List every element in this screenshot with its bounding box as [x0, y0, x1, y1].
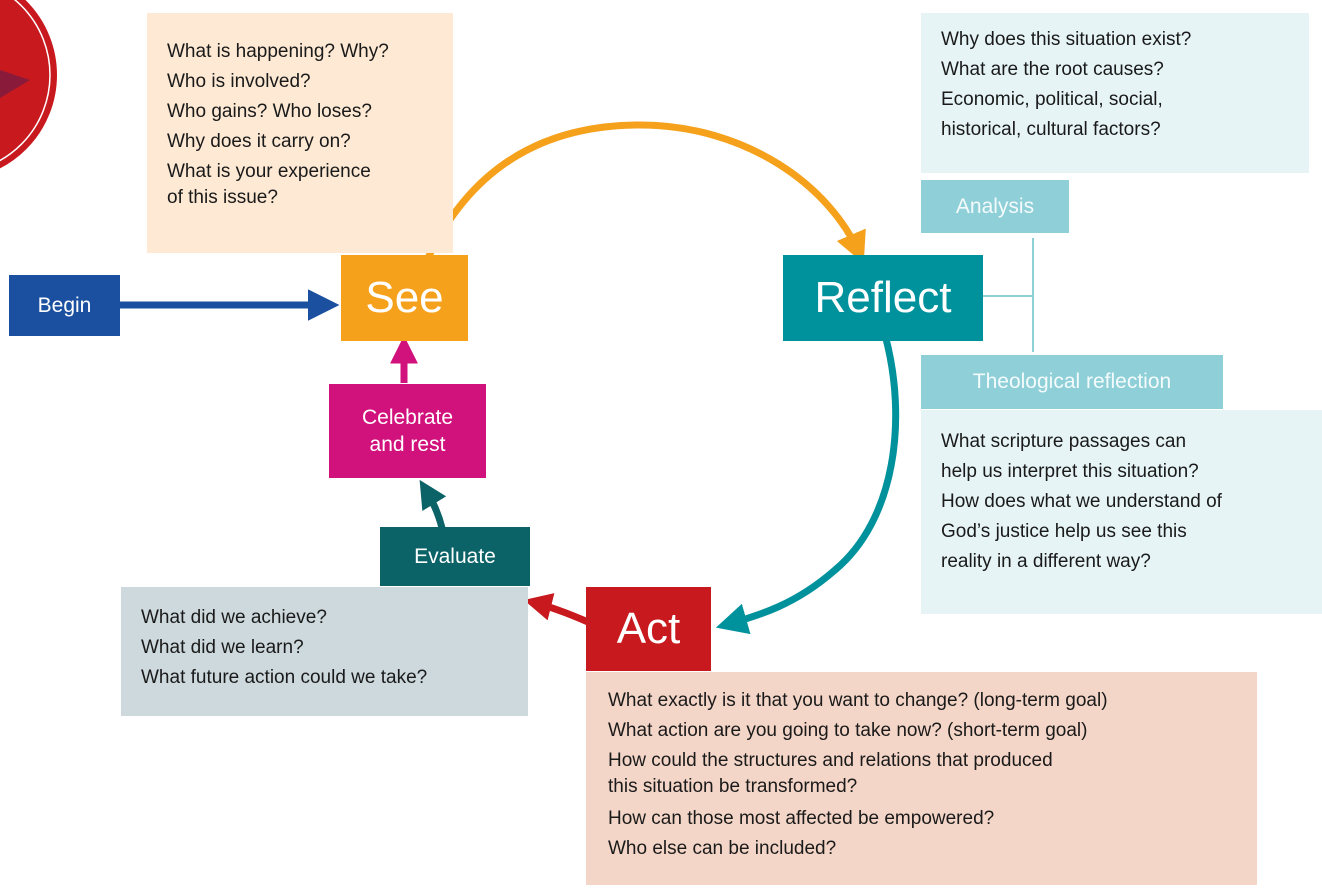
analysis-question: historical, cultural factors?: [941, 119, 1161, 140]
theology-question: What scripture passages can: [941, 431, 1187, 452]
logo-icon: [0, 0, 57, 169]
act-stage: Act: [586, 587, 711, 671]
see-question: Who is involved?: [167, 71, 311, 92]
see-stage: See: [341, 255, 468, 341]
celebrate-stage: Celebrate and rest: [329, 384, 486, 478]
see-question: Why does it carry on?: [167, 131, 351, 152]
celebrate-label-line: and rest: [369, 433, 446, 456]
reflect-to-act-arrow: [715, 334, 900, 635]
see-questions-box: What is happening? Why? Who is involved?…: [147, 13, 453, 253]
reflect-stage: Reflect: [783, 255, 983, 341]
analysis-question: Why does this situation exist?: [941, 29, 1192, 50]
act-question: How could the structures and relations t…: [608, 750, 1053, 771]
evaluate-question: What future action could we take?: [141, 667, 428, 688]
see-to-reflect-arrow: [424, 121, 866, 264]
analysis-question: What are the root causes?: [941, 59, 1164, 80]
act-question: What action are you going to take now? (…: [608, 720, 1088, 741]
act-question: What exactly is it that you want to chan…: [608, 690, 1108, 711]
theological-reflection-label: Theological reflection: [921, 355, 1223, 409]
act-question: Who else can be included?: [608, 838, 837, 859]
act-question: this situation be transformed?: [608, 776, 858, 797]
see-question: What is your experience: [167, 161, 371, 182]
theology-questions-box: What scripture passages can help us inte…: [921, 410, 1322, 614]
evaluate-stage: Evaluate: [380, 527, 530, 586]
analysis-label: Analysis: [921, 180, 1069, 233]
act-questions-box: What exactly is it that you want to chan…: [586, 672, 1257, 885]
see-question: Who gains? Who loses?: [167, 101, 372, 122]
celebrate-label-line: Celebrate: [361, 406, 454, 429]
see-question: of this issue?: [167, 187, 278, 208]
theology-question: reality in a different way?: [941, 551, 1151, 572]
see-question: What is happening? Why?: [167, 41, 389, 62]
evaluate-questions-box: What did we achieve? What did we learn? …: [121, 587, 528, 716]
act-to-evaluate-arrow: [523, 593, 590, 626]
theology-question: God’s justice help us see this: [941, 521, 1187, 542]
evaluate-question: What did we achieve?: [141, 607, 327, 628]
theology-question: help us interpret this situation?: [941, 461, 1199, 482]
analysis-question: Economic, political, social,: [941, 89, 1163, 110]
theology-question: How does what we understand of: [941, 491, 1222, 512]
begin-stage: Begin: [9, 275, 120, 336]
analysis-questions-box: Why does this situation exist? What are …: [921, 13, 1309, 173]
evaluate-question: What did we learn?: [141, 637, 304, 658]
evaluate-to-celebrate-arrow: [419, 479, 447, 529]
act-question: How can those most affected be empowered…: [608, 808, 995, 829]
